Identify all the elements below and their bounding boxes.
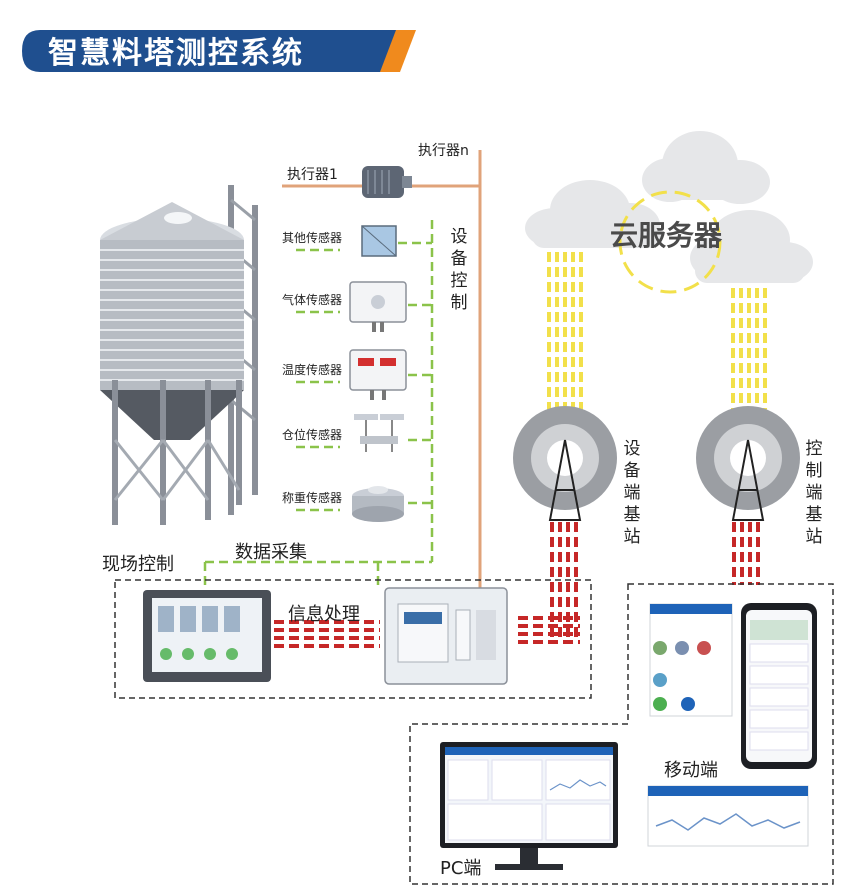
gas-sensor-icon — [349, 281, 407, 332]
site-control-box — [114, 579, 592, 699]
control-station-label: 控制端基站 — [805, 439, 823, 547]
control-uplink — [731, 288, 767, 430]
smartphone — [741, 603, 817, 769]
device-station-label: 设备端基站 — [623, 439, 641, 547]
cloud-server-label: 云服务器 — [610, 219, 723, 252]
device-base-station-icon — [513, 406, 617, 521]
page-title: 智慧料塔测控系统 — [48, 36, 304, 71]
cloud-ring — [618, 190, 722, 294]
sensor-label-temperature: 温度传感器 — [282, 363, 343, 377]
weighing-sensor-icon — [352, 486, 404, 522]
sensor-label-level: 仓位传感器 — [282, 428, 343, 442]
pc-monitor — [440, 742, 618, 870]
hmi-touch-panel — [143, 590, 271, 682]
info-wired-link — [274, 620, 380, 648]
device-control-label: 设备控制 — [450, 227, 468, 313]
sensor-bus — [203, 220, 434, 585]
pc-label: PC端 — [440, 858, 482, 879]
actuator-n-label: 执行器n — [418, 143, 469, 159]
silo-tower — [100, 185, 258, 525]
control-wired-link — [732, 522, 760, 585]
cloud-server-icon — [525, 131, 813, 283]
device-uplink — [547, 252, 583, 430]
motor-icon — [362, 166, 412, 198]
actuator-1-label: 执行器1 — [287, 167, 338, 183]
sensor-label-gas: 气体传感器 — [282, 293, 343, 307]
site-control-label: 现场控制 — [102, 554, 174, 575]
temperature-sensor-icon — [349, 349, 407, 400]
data-collection-label: 数据采集 — [235, 542, 307, 563]
other-sensor-icon — [361, 225, 397, 257]
device-wired-link — [518, 522, 580, 644]
control-cabinet — [384, 587, 508, 685]
mobile-chart-screen — [647, 785, 809, 847]
mobile-label: 移动端 — [664, 760, 718, 781]
title-banner — [22, 30, 416, 72]
sensor-label-weighing: 称重传感器 — [282, 491, 343, 505]
control-base-station-icon — [696, 406, 800, 521]
client-box — [409, 583, 834, 885]
level-sensor-icon — [354, 414, 404, 452]
sensor-label-other: 其他传感器 — [282, 231, 343, 245]
mobile-app-screen — [649, 603, 733, 717]
info-processing-label: 信息处理 — [288, 604, 360, 625]
